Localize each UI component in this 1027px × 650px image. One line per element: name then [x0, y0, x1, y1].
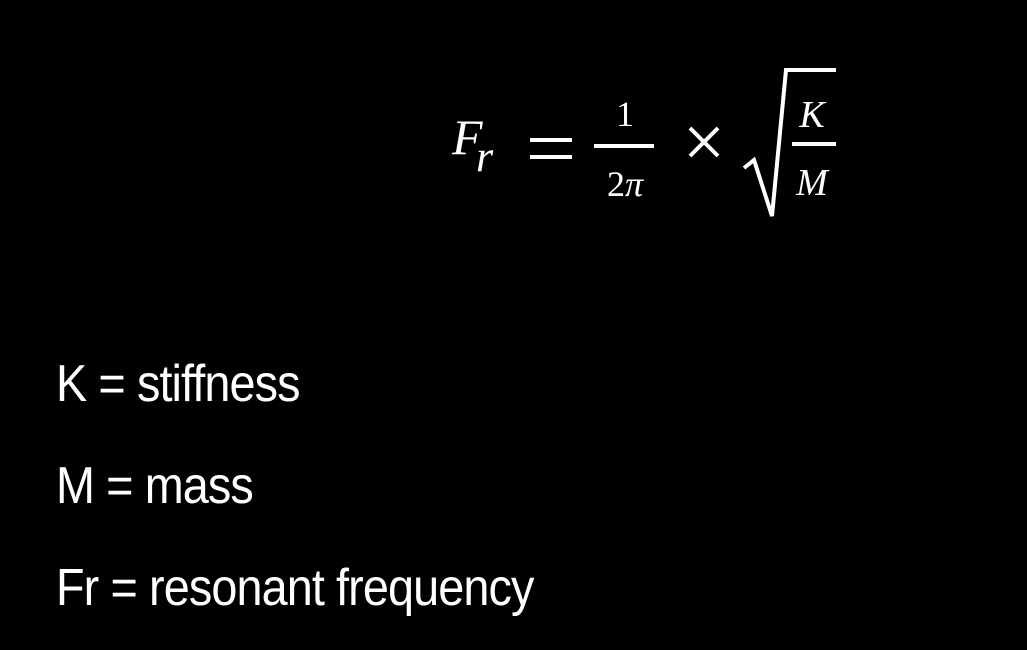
fraction-denominator-two-pi: 2π [592, 166, 658, 202]
stiffness-variable: K [799, 94, 825, 136]
formula-frequency-subscript: r [476, 132, 494, 181]
denominator-number: 2 [606, 164, 625, 204]
sqrt-fraction-bar [792, 142, 836, 146]
formula-frequency-variable: F [452, 109, 483, 165]
resonant-frequency-formula: F r 1 2π K M [0, 0, 1027, 240]
equals-sign [530, 138, 572, 160]
legend-item-resonant-frequency: Fr = resonant frequency [56, 559, 534, 617]
fraction-numerator-one: 1 [616, 94, 634, 134]
multiply-icon [684, 122, 724, 162]
legend-item-stiffness: K = stiffness [56, 355, 301, 413]
legend-item-mass: M = mass [56, 457, 254, 515]
fraction-bar [594, 144, 654, 148]
mass-variable: M [796, 162, 828, 204]
pi-symbol: π [624, 164, 644, 204]
square-root-icon [742, 68, 836, 217]
